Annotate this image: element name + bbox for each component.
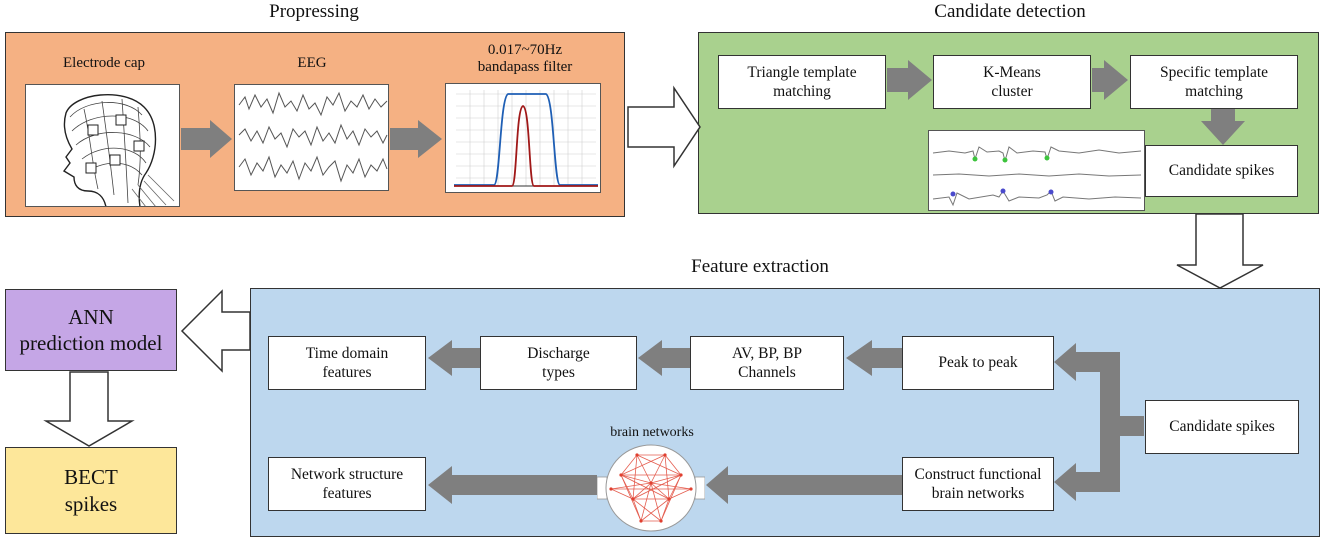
arrow-cap-to-eeg	[181, 120, 232, 158]
triangle-template-box: Triangle template matching	[718, 55, 886, 109]
electrode-cap-label: Electrode cap	[62, 55, 146, 71]
eeg-image	[234, 84, 389, 191]
spike-green-2	[1002, 157, 1008, 163]
brain-networks-label: brain networks	[610, 425, 694, 440]
filter-image	[445, 83, 601, 193]
electrode-cap-image	[25, 84, 180, 207]
spike-blue-3	[1048, 189, 1054, 195]
arrow-triangle-to-kmeans	[887, 60, 932, 100]
channels-box: AV, BP, BP Channels	[690, 336, 844, 390]
arrow-peak-to-channels	[846, 340, 902, 376]
spike-traces-image	[928, 130, 1145, 211]
eeg-label: EEG	[297, 55, 327, 71]
connector-bar	[1100, 362, 1120, 480]
arrow-discharge-to-time	[428, 340, 480, 376]
kmeans-box: K-Means cluster	[933, 55, 1091, 109]
brain-network-graph	[597, 444, 705, 532]
spike-green-3	[1044, 155, 1050, 161]
filter-response-plot	[454, 90, 598, 187]
bect-spikes-box: BECT spikes	[5, 447, 177, 534]
ann-model-box: ANN prediction model	[5, 289, 177, 371]
connector-bottom	[1072, 472, 1120, 492]
brain-network-image	[597, 441, 705, 533]
filter-label: 0.017~70Hz bandapass filter	[477, 42, 573, 76]
eeg-waveform	[238, 91, 388, 183]
head-icon	[62, 94, 175, 206]
feature-extraction-panel	[250, 288, 1320, 537]
candidate-detection-title: Candidate detection	[934, 1, 1086, 22]
arrow-feature-to-ann	[180, 289, 251, 373]
connector-stub	[1118, 416, 1144, 436]
arrow-eeg-to-filter	[390, 120, 442, 158]
time-domain-box: Time domain features	[268, 336, 426, 390]
discharge-types-box: Discharge types	[480, 336, 637, 390]
arrow-construct-to-brain	[706, 466, 902, 504]
arrow-channels-to-discharge	[638, 340, 690, 376]
arrow-brain-to-network	[428, 466, 597, 504]
spike-traces	[932, 146, 1142, 207]
spike-blue-1	[950, 191, 956, 197]
preprocessing-title: Propressing	[269, 1, 359, 22]
connector-bottom-head	[1054, 463, 1076, 501]
peak-to-peak-box: Peak to peak	[902, 336, 1054, 390]
candidate-spikes-box-feature: Candidate spikes	[1145, 400, 1299, 454]
arrow-specific-to-candidate	[1201, 105, 1245, 145]
connector-top	[1072, 352, 1120, 372]
specific-template-box: Specific template matching	[1130, 55, 1298, 109]
arrow-candidate-to-feature	[1176, 213, 1264, 289]
spike-green-1	[972, 156, 978, 162]
construct-networks-box: Construct functional brain networks	[902, 457, 1054, 511]
spike-blue-2	[1000, 188, 1006, 194]
arrow-ann-to-bect	[43, 371, 135, 447]
arrow-preprocessing-to-candidate	[627, 85, 701, 169]
connector-top-head	[1054, 343, 1076, 381]
network-structure-box: Network structure features	[268, 457, 426, 511]
candidate-spikes-box-top: Candidate spikes	[1145, 145, 1298, 197]
feature-extraction-title: Feature extraction	[691, 256, 829, 277]
arrow-kmeans-to-specific	[1092, 60, 1128, 100]
